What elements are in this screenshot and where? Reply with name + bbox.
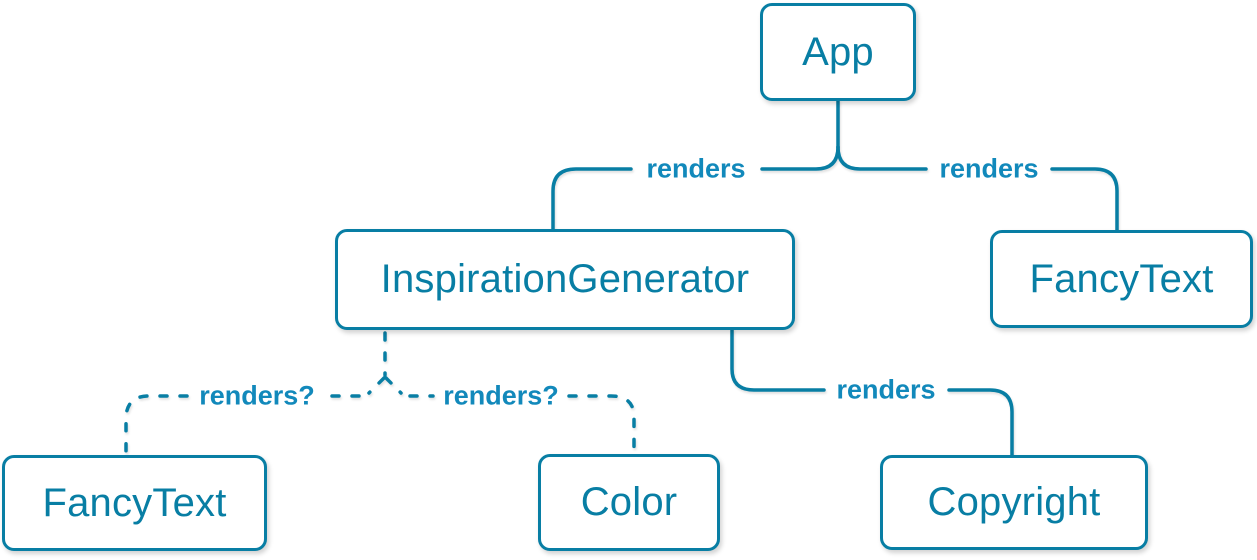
node-copyright: Copyright xyxy=(880,455,1148,550)
edge-app-fancytext-line-b xyxy=(1050,167,1119,232)
node-fancy-text-top-label: FancyText xyxy=(1029,256,1214,301)
edge-label-inspirationgenerator-color: renders? xyxy=(443,380,559,411)
node-color: Color xyxy=(538,454,720,551)
edge-dashed-fork-right-line xyxy=(384,376,403,395)
edge-inspirationgenerator-copyright-line-b xyxy=(947,388,1014,457)
edge-label-app-inspirationgenerator: renders xyxy=(646,153,746,184)
edge-app-inspirationgenerator-line-b xyxy=(551,167,633,231)
edge-dashed-fork-left-line xyxy=(367,376,386,395)
edge-inspirationgenerator-copyright-line-a xyxy=(730,328,826,392)
edge-inspirationgenerator-fancytext-line-b xyxy=(124,394,189,454)
node-inspiration-generator-label: InspirationGenerator xyxy=(380,257,750,301)
edge-app-inspirationgenerator-line-a xyxy=(760,145,840,171)
node-app: App xyxy=(760,3,916,101)
edge-inspirationgenerator-color-line-b xyxy=(567,394,636,453)
node-copyright-label: Copyright xyxy=(927,480,1101,524)
edge-app-fancytext-line-a xyxy=(836,145,928,171)
node-app-label: App xyxy=(802,29,874,74)
node-fancy-text-top: FancyText xyxy=(990,230,1253,328)
node-color-label: Color xyxy=(580,480,678,524)
edge-label-inspirationgenerator-fancytext: renders? xyxy=(199,380,315,411)
node-inspiration-generator: InspirationGenerator xyxy=(335,229,795,330)
node-fancy-text-bottom: FancyText xyxy=(2,455,267,551)
node-fancy-text-bottom-label: FancyText xyxy=(42,480,227,525)
edge-label-inspirationgenerator-copyright: renders xyxy=(836,374,936,405)
edge-label-app-fancytext: renders xyxy=(939,153,1039,184)
